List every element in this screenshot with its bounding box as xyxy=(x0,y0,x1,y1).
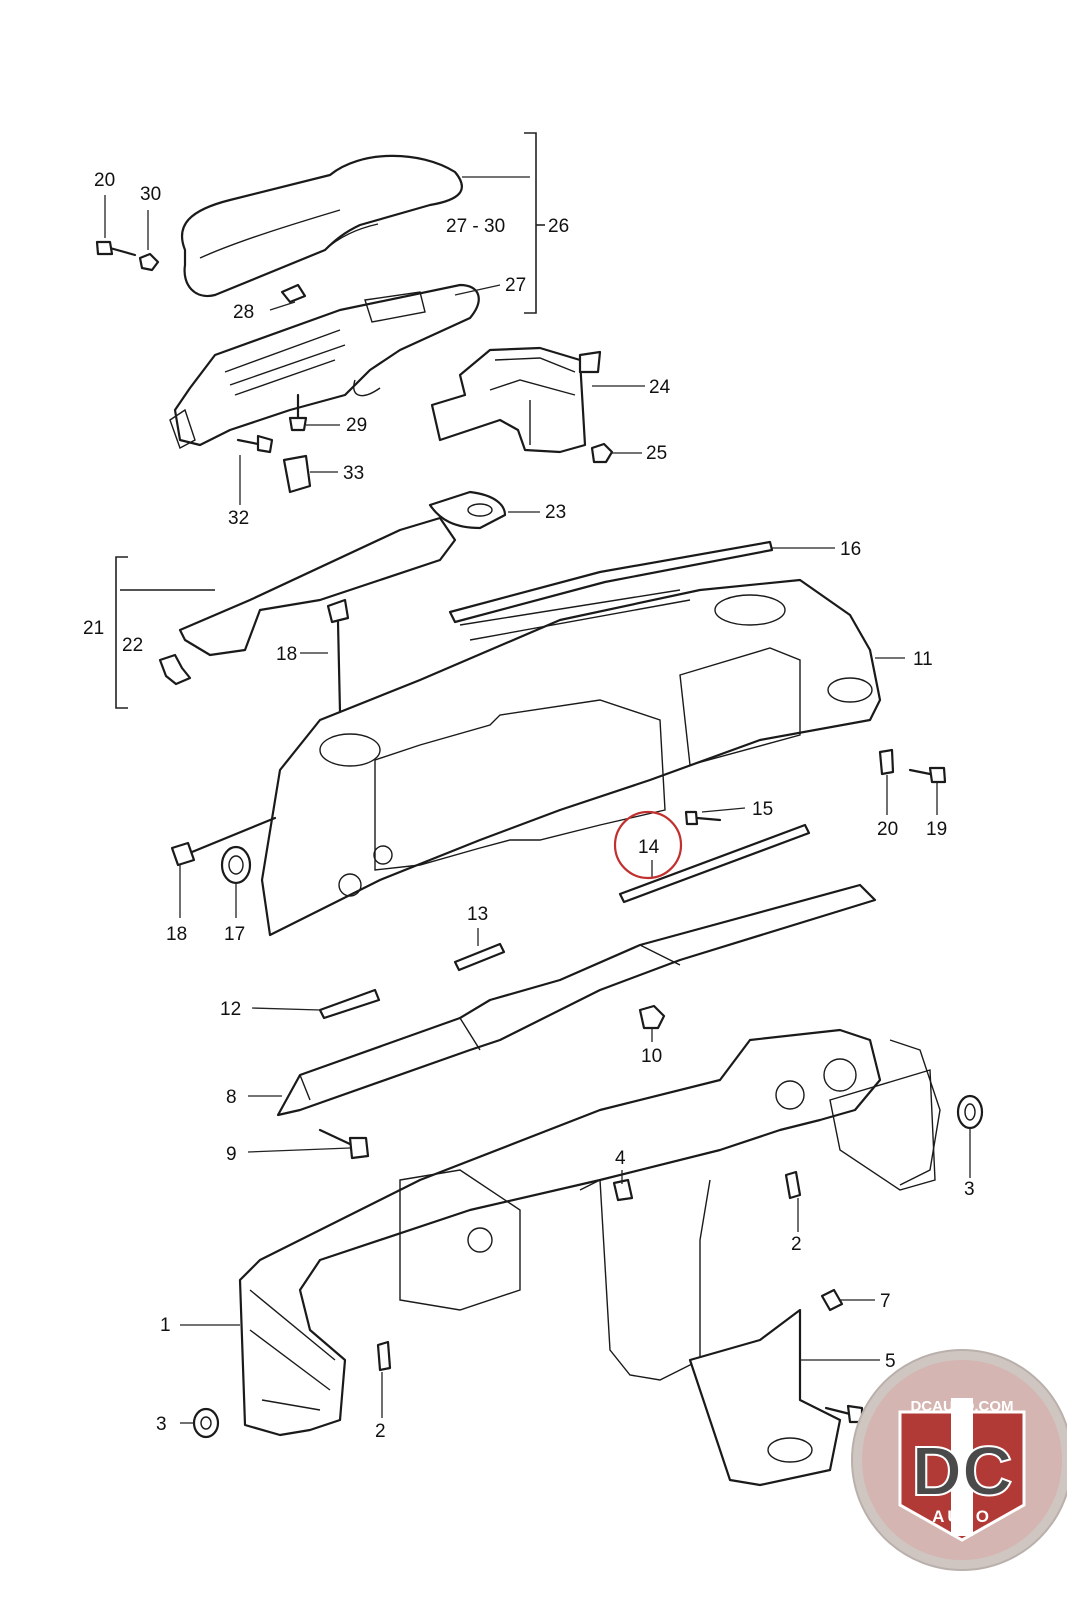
part-vent-unit xyxy=(430,346,602,454)
callout-17: 17 xyxy=(224,924,245,945)
part-top-cover xyxy=(180,154,463,298)
part-bracket-5 xyxy=(688,1308,842,1487)
callout-15: 15 xyxy=(752,799,773,820)
part-screw-29 xyxy=(288,393,308,432)
group-bracket-26 xyxy=(524,132,545,314)
watermark-url: DCAUTO.COM xyxy=(910,1398,1013,1415)
callout-22: 22 xyxy=(122,635,143,656)
part-duct-8 xyxy=(276,883,877,1117)
part-strip-16 xyxy=(448,540,774,624)
callout-29: 29 xyxy=(346,415,367,436)
part-pin-13 xyxy=(453,942,506,972)
part-bolt-18-lower xyxy=(170,816,277,867)
callout-2-upper: 2 xyxy=(791,1234,802,1255)
part-clip-22 xyxy=(158,653,192,686)
part-clip-7 xyxy=(820,1288,844,1312)
callout-21: 21 xyxy=(83,618,104,639)
callout-3-right: 3 xyxy=(964,1179,975,1200)
watermark-letters: DC xyxy=(911,1432,1012,1510)
part-top-pad-21 xyxy=(120,516,457,657)
callout-labels: 20 30 27 - 30 26 27 28 24 29 25 33 23 32… xyxy=(83,170,975,1442)
callout-4: 4 xyxy=(615,1148,626,1169)
callout-3-left: 3 xyxy=(156,1414,167,1435)
part-clip-2-upper xyxy=(784,1170,802,1200)
part-clip-33 xyxy=(282,454,312,494)
highlight-circle xyxy=(613,810,683,880)
part-grommet-17 xyxy=(220,845,252,885)
part-rod-14 xyxy=(618,823,811,904)
callout-23: 23 xyxy=(545,502,566,523)
part-crossbeam-1 xyxy=(238,1028,941,1437)
callout-8: 8 xyxy=(226,1087,237,1108)
part-grommet-3-right xyxy=(956,1094,984,1130)
callout-16: 16 xyxy=(840,539,861,560)
part-nut-10 xyxy=(638,1004,666,1030)
callout-32: 32 xyxy=(228,508,249,529)
watermark-word: AUTO xyxy=(932,1507,992,1526)
part-bolt-9 xyxy=(318,1128,370,1160)
part-nut-25 xyxy=(590,442,614,464)
part-screw-19 xyxy=(908,766,947,784)
part-console-tray xyxy=(169,283,480,449)
part-clip-4 xyxy=(612,1178,634,1202)
callout-33: 33 xyxy=(343,463,364,484)
group-bracket-21 xyxy=(115,556,128,709)
callout-12: 12 xyxy=(220,999,241,1020)
callout-2-lower: 2 xyxy=(375,1421,386,1442)
part-screw-31 xyxy=(95,240,137,257)
part-dashboard-11 xyxy=(260,578,882,937)
part-clip-20 xyxy=(878,748,895,776)
callout-18-lower: 18 xyxy=(166,924,187,945)
callout-20: 20 xyxy=(877,819,898,840)
part-screw-6 xyxy=(824,1404,864,1424)
part-grommet-3-left xyxy=(192,1407,220,1439)
callout-28: 28 xyxy=(233,302,254,323)
callout-27: 27 xyxy=(505,275,526,296)
callout-7: 7 xyxy=(880,1291,891,1312)
part-bolt-18-upper xyxy=(326,598,350,714)
callout-30: 30 xyxy=(140,184,161,205)
part-clip-2-lower xyxy=(376,1340,392,1372)
part-nut-30 xyxy=(138,252,160,272)
callout-11: 11 xyxy=(913,649,933,670)
callout-31: 20 xyxy=(94,170,115,191)
part-speaker-cover-23 xyxy=(428,490,507,530)
callout-24: 24 xyxy=(649,377,671,398)
leader-lines xyxy=(104,176,971,1424)
part-pin-12 xyxy=(318,988,381,1020)
callout-5: 5 xyxy=(885,1351,896,1372)
part-clip-28 xyxy=(280,283,307,304)
part-screw-32 xyxy=(236,434,274,454)
callout-25: 25 xyxy=(646,443,667,464)
callout-10: 10 xyxy=(641,1046,662,1067)
callout-18-upper: 18 xyxy=(276,644,297,665)
callout-14: 14 xyxy=(638,837,660,858)
part-screw-15 xyxy=(684,810,722,826)
dcauto-watermark-logo: DCAUTO.COM DC AUTO xyxy=(851,1349,1067,1571)
callout-9: 9 xyxy=(226,1144,237,1165)
callout-13: 13 xyxy=(467,904,488,925)
callout-26: 26 xyxy=(548,216,569,237)
callout-27-30: 27 - 30 xyxy=(446,216,505,237)
callout-19: 19 xyxy=(926,819,947,840)
callout-1: 1 xyxy=(160,1315,171,1336)
